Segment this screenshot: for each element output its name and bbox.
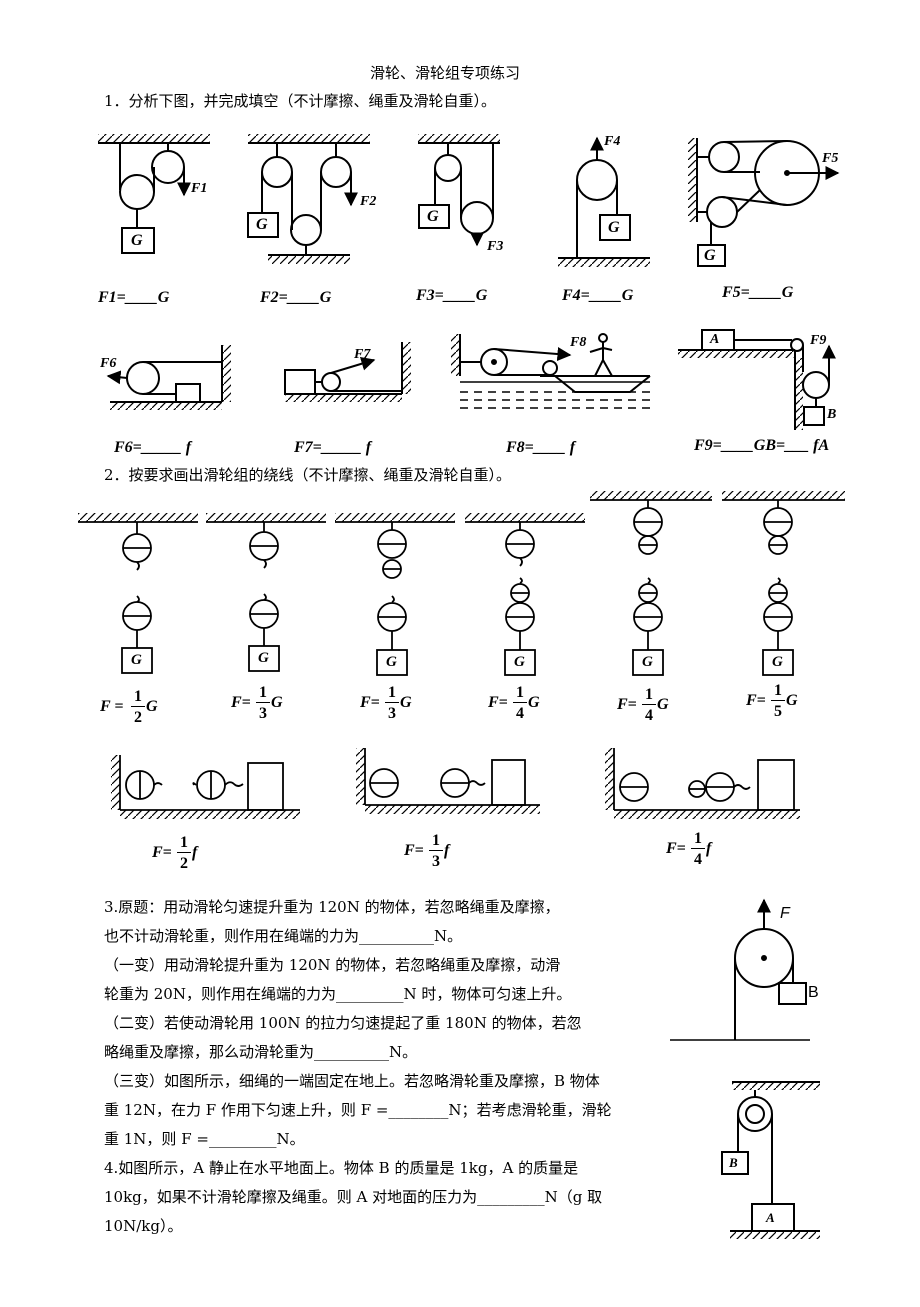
answer-f5: F5=____G bbox=[722, 284, 794, 301]
q3-line-2: 也不计动滑轮重，则作用在绳端的力为__________N。 bbox=[104, 927, 463, 945]
q2-vertical-frames bbox=[78, 491, 845, 676]
q1-heading: 1．分析下图，并完成填空（不计摩擦、绳重及滑轮自重）。 bbox=[104, 92, 497, 110]
q3-line-7: （三变）如图所示，细绳的一端固定在地上。若忽略滑轮重及摩擦，B 物体 bbox=[104, 1072, 600, 1090]
q1-fig9 bbox=[678, 329, 836, 430]
label-f8: F8 bbox=[570, 335, 587, 350]
q3-fig-f: F bbox=[780, 905, 790, 922]
label-g5: G bbox=[704, 247, 716, 264]
label-f2: F2 bbox=[360, 194, 377, 209]
q2-g-c: G bbox=[386, 654, 397, 670]
label-f9: F9 bbox=[810, 333, 827, 348]
q3-line-1: 3.原题：用动滑轮匀速提升重为 120N 的物体，若忽略绳重及摩擦， bbox=[104, 898, 560, 916]
q3-line-3: （一变）用动滑轮提升重为 120N 的物体，若忽略绳重及摩擦，动滑 bbox=[104, 956, 561, 974]
answer-f3: F3=____G bbox=[416, 287, 488, 304]
q4-fig-a: A bbox=[766, 1210, 775, 1225]
q1-fig6 bbox=[106, 345, 231, 410]
q3-fig-b: B bbox=[808, 984, 819, 1001]
q2-g-f: G bbox=[772, 654, 783, 670]
q2-horizontal-frames bbox=[111, 748, 800, 819]
label-f6: F6 bbox=[100, 356, 117, 371]
q1-fig7 bbox=[284, 342, 411, 402]
q4-figure bbox=[721, 1081, 820, 1239]
q3-line-8: 重 12N，在力 F 作用下匀速上升，则 F =________N；若考虑滑轮重… bbox=[104, 1101, 612, 1119]
answer-f2: F2=____G bbox=[260, 289, 332, 306]
answer-f1: F1=____G bbox=[98, 289, 170, 306]
label-g4: G bbox=[608, 219, 620, 236]
q3-figure bbox=[670, 898, 810, 1041]
q1-fig8 bbox=[451, 333, 651, 409]
q3-line-4: 轮重为 20N，则作用在绳端的力为_________N 时，物体可匀速上升。 bbox=[104, 985, 572, 1003]
answer-f7: F7=_____ f bbox=[294, 439, 372, 456]
q1-fig5 bbox=[688, 138, 840, 267]
q1-fig1 bbox=[98, 134, 210, 254]
page-title: 滑轮、滑轮组专项练习 bbox=[370, 64, 521, 82]
q3-line-6: 略绳重及摩擦，那么动滑轮重为__________N。 bbox=[104, 1043, 418, 1061]
label-b9: B bbox=[827, 407, 837, 422]
q1-fig3 bbox=[418, 134, 500, 247]
q4-line-2: 10kg，如果不计滑轮摩擦及绳重。则 A 对地面的压力为_________N（g… bbox=[104, 1188, 603, 1206]
label-g3: G bbox=[427, 208, 439, 225]
label-g1: G bbox=[131, 232, 143, 249]
q2-heading: 2．按要求画出滑轮组的绕线（不计摩擦、绳重及滑轮自重）。 bbox=[104, 466, 512, 484]
q2-g-a: G bbox=[131, 652, 142, 668]
q3-line-9: 重 1N，则 F =_________N。 bbox=[104, 1130, 305, 1148]
label-f4: F4 bbox=[604, 134, 621, 149]
q1-fig2 bbox=[247, 134, 370, 264]
answer-f6: F6=_____ f bbox=[114, 439, 192, 456]
label-f7: F7 bbox=[354, 347, 371, 362]
q2-g-e: G bbox=[642, 654, 653, 670]
label-a9: A bbox=[710, 332, 720, 347]
q4-line-1: 4.如图所示，A 静止在水平地面上。物体 B 的质量是 1kg，A 的质量是 bbox=[104, 1159, 579, 1177]
q4-line-3: 10N/kg）。 bbox=[104, 1217, 183, 1235]
label-f3: F3 bbox=[487, 239, 504, 254]
label-f1: F1 bbox=[191, 181, 208, 196]
answer-f4: F4=____G bbox=[562, 287, 634, 304]
q1-fig4 bbox=[558, 136, 650, 267]
answer-f9: F9=____GB=___ fA bbox=[694, 437, 830, 454]
q3-line-5: （二变）若使动滑轮用 100N 的拉力匀速提起了重 180N 的物体，若忽 bbox=[104, 1014, 582, 1032]
label-f5: F5 bbox=[822, 151, 839, 166]
answer-f8: F8=____ f bbox=[506, 439, 576, 456]
q2-g-b: G bbox=[258, 650, 269, 666]
label-g2: G bbox=[256, 216, 268, 233]
q2-g-d: G bbox=[514, 654, 525, 670]
q4-fig-b: B bbox=[729, 1155, 738, 1170]
